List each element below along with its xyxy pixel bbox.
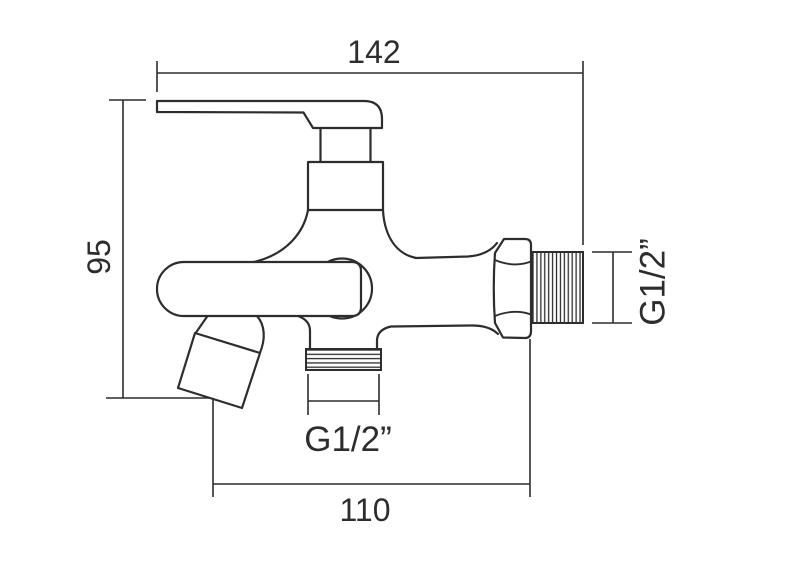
handle-stem — [319, 126, 372, 164]
bottom-thread — [305, 348, 382, 371]
dimension-142 — [156, 61, 584, 245]
dimension-label-95: 95 — [81, 239, 117, 275]
handle-lever — [155, 99, 384, 130]
dimension-95 — [106, 99, 213, 399]
hex-nut-facet-bottom — [494, 310, 532, 317]
dimension-label-bottom-thread: G1/2” — [304, 420, 392, 459]
dimension-label-110: 110 — [339, 492, 390, 528]
hex-nut — [492, 237, 533, 340]
dimension-110 — [212, 339, 531, 497]
hex-nut-facet-top — [494, 259, 532, 266]
spout-nozzle — [176, 331, 262, 410]
dimension-side-thread — [592, 251, 632, 324]
nozzle-connector-right — [255, 314, 265, 356]
bottom-outlet-left — [297, 315, 312, 351]
dimension-bottom-thread — [307, 374, 380, 415]
nozzle-connector-left — [193, 314, 209, 336]
inlet-arm-bottom — [375, 324, 500, 351]
dimension-label-side-thread: G1/2” — [633, 238, 672, 326]
inlet-arm-top — [414, 241, 499, 260]
spout-body — [155, 260, 363, 318]
cartridge-cover — [306, 160, 385, 212]
dimension-label-142: 142 — [347, 34, 400, 70]
body-neck-left — [252, 208, 310, 264]
side-thread — [531, 251, 584, 324]
body-neck-right — [381, 208, 418, 260]
